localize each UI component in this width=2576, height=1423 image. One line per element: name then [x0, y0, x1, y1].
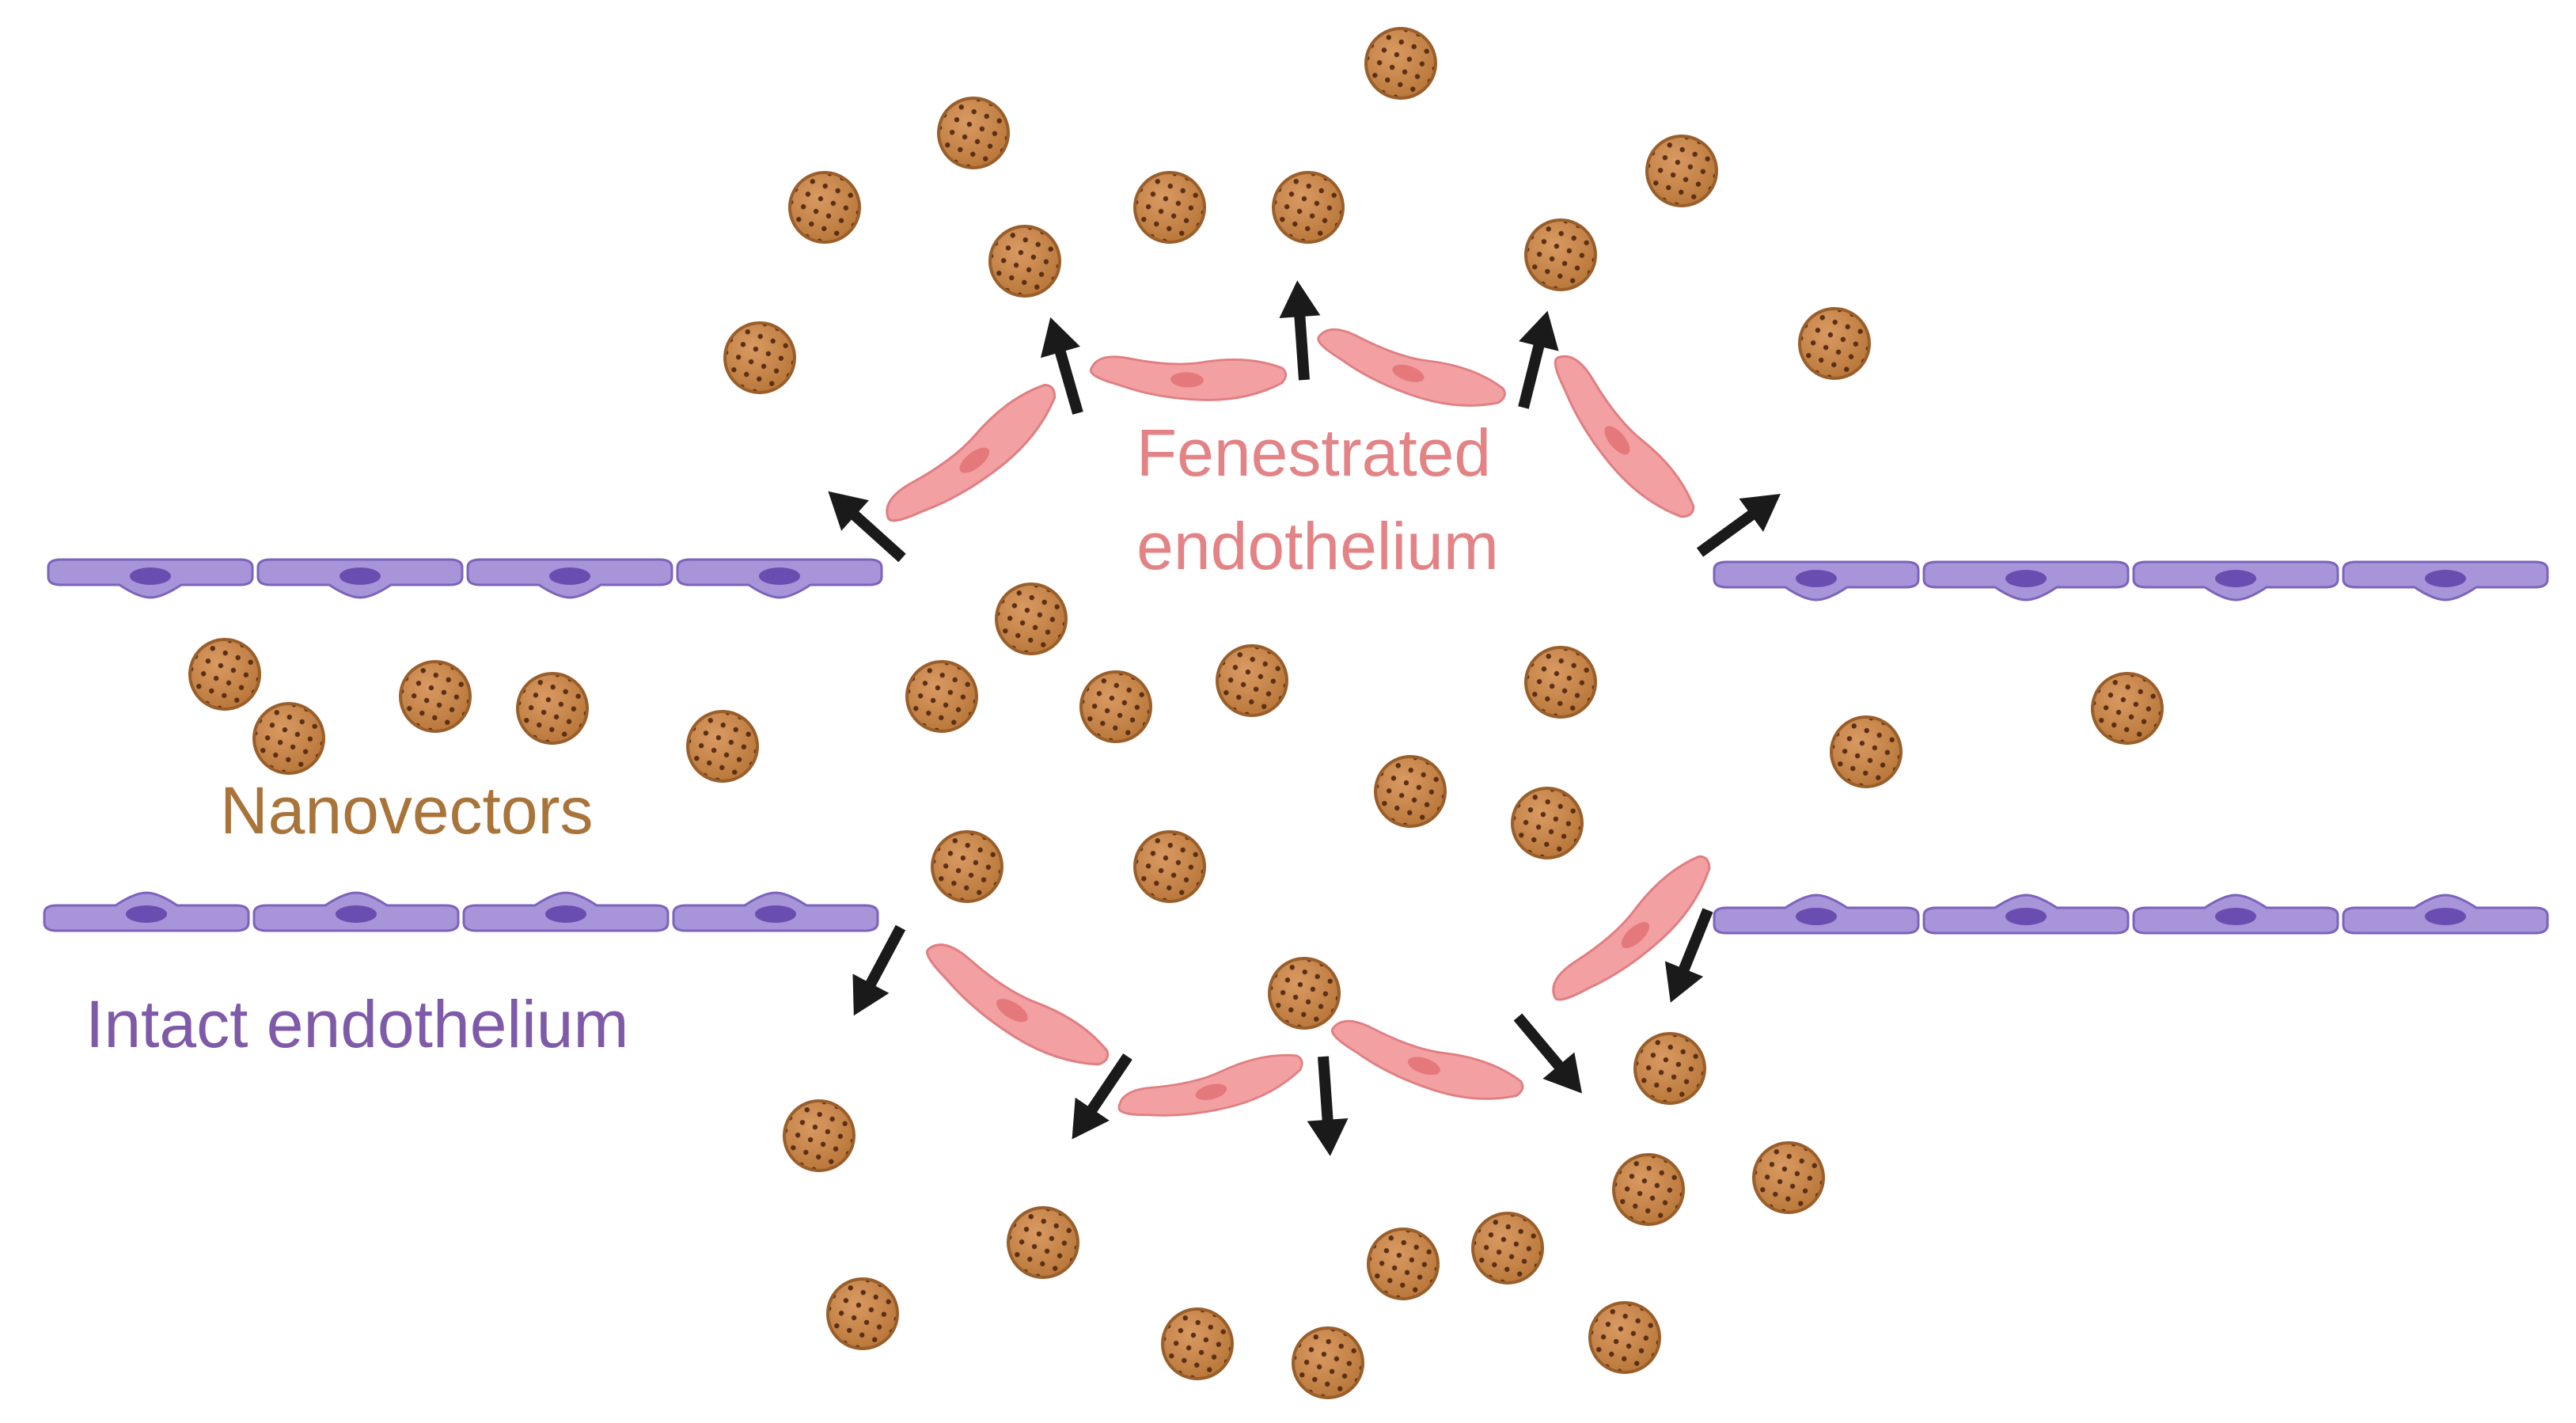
arrow-icon — [1688, 477, 1793, 569]
intact-endothelial-cell-icon — [466, 558, 673, 599]
nanovector-particle-icon — [1374, 755, 1447, 828]
intact-wall-top-left — [47, 558, 883, 599]
nanovector-particle-icon — [2091, 672, 2164, 745]
intact-endothelial-cell-icon — [1922, 560, 2130, 601]
intact-endothelial-cell-icon — [2342, 560, 2549, 601]
fenestrated-endothelial-cell-icon — [1322, 1013, 1528, 1118]
arrow-icon — [836, 918, 919, 1026]
arrow-icon — [1303, 1055, 1351, 1157]
nanovector-particle-icon — [988, 225, 1061, 298]
intact-endothelial-cell-icon — [1922, 894, 2130, 935]
intact-endothelial-cell-icon — [256, 558, 464, 599]
nanovector-particle-icon — [905, 660, 978, 733]
nanovector-particle-icon — [783, 1099, 856, 1172]
intact-endothelial-cell-icon — [252, 891, 460, 932]
nanovector-particle-icon — [1524, 218, 1597, 291]
intact-wall-top-right — [1713, 560, 2549, 601]
intact-endothelial-cell-icon — [1713, 560, 1920, 601]
intact-endothelial-cell-icon — [676, 558, 883, 599]
intact-endothelial-cell-icon — [47, 558, 254, 599]
fenestrated-label-line2: endothelium — [1136, 509, 1499, 583]
nanovector-particle-icon — [686, 710, 759, 783]
nanovector-particle-icon — [1633, 1032, 1706, 1105]
nanovector-particle-icon — [1588, 1301, 1661, 1374]
intact-endothelial-cell-icon — [1713, 894, 1920, 935]
intact-endothelial-cell-icon — [43, 891, 250, 932]
nanovector-particle-icon — [1752, 1141, 1825, 1214]
nanovector-particle-icon — [1645, 135, 1718, 207]
nanovector-particle-icon — [1364, 27, 1437, 100]
nanovector-particle-icon — [1511, 787, 1584, 859]
nanovector-particle-icon — [995, 582, 1068, 655]
nanovector-particle-icon — [1133, 171, 1206, 244]
intact-wall-bottom-left — [43, 891, 879, 932]
nanovector-particle-icon — [931, 830, 1003, 903]
nanovectors-label: Nanovectors — [220, 773, 594, 848]
nanovector-particle-icon — [399, 660, 472, 733]
intact-endothelial-cell-icon — [672, 891, 879, 932]
nanovector-particle-icon — [937, 97, 1010, 169]
nanovector-particle-icon — [188, 638, 261, 711]
nanovector-particle-icon — [1133, 830, 1206, 903]
nanovector-particle-icon — [1272, 171, 1345, 244]
nanovector-particle-icon — [516, 672, 589, 745]
intact-wall-bottom-right — [1713, 894, 2549, 935]
nanovector-particle-icon — [252, 702, 325, 775]
nanovector-particle-icon — [1830, 715, 1903, 788]
intact-endothelial-cell-icon — [2342, 894, 2549, 935]
nanovector-particle-icon — [788, 171, 861, 244]
fenestrated-endothelial-cell-icon — [1309, 321, 1510, 424]
fenestrated-endothelial-cell-icon — [912, 934, 1116, 1086]
nanovector-particle-icon — [1524, 646, 1597, 719]
fenestrated-label-line1: Fenestrated — [1136, 416, 1492, 490]
arrow-icon — [1277, 279, 1325, 381]
nanovector-particles — [188, 27, 2164, 1399]
nanovector-particle-icon — [826, 1277, 899, 1350]
nanovector-particle-icon — [1161, 1307, 1234, 1380]
intact-endothelial-cell-icon — [2132, 894, 2339, 935]
nanovector-particle-icon — [1471, 1212, 1544, 1284]
nanovector-particle-icon — [723, 321, 796, 394]
nanovector-particle-icon — [1367, 1228, 1440, 1300]
fenestrated-endothelial-cell-icon — [1114, 1047, 1310, 1134]
nanovector-particle-icon — [1079, 670, 1152, 743]
nanovector-particle-icon — [1612, 1153, 1685, 1226]
nanovector-particle-icon — [1292, 1326, 1364, 1399]
nanovector-particle-icon — [1798, 307, 1871, 380]
nanovector-particle-icon — [1268, 957, 1341, 1030]
intact-endothelial-cell-icon — [462, 891, 670, 932]
nanovector-particle-icon — [1007, 1206, 1079, 1279]
intact-endothelium-label: Intact endothelium — [85, 987, 629, 1061]
fenestrated-endothelial-cell-icon — [1088, 353, 1288, 404]
intact-endothelial-cell-icon — [2132, 560, 2339, 601]
nanovector-particle-icon — [1216, 644, 1288, 717]
